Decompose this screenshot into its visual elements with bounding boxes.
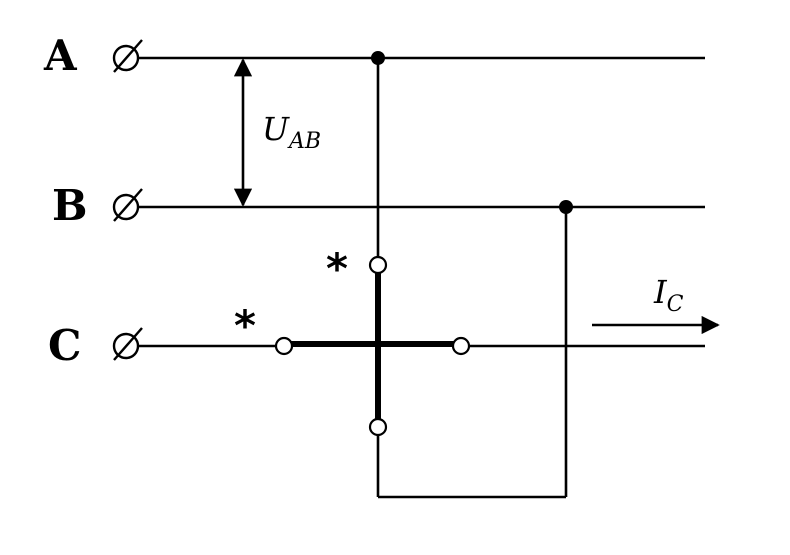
terminal-b <box>112 188 143 222</box>
voltage-coil-terminal-bottom <box>368 417 388 437</box>
current-coil-terminal-in <box>274 336 294 356</box>
voltage-coil-polarity-mark: * <box>326 244 348 293</box>
voltage-label: UAB <box>262 110 321 154</box>
voltage-coil-terminal-top <box>368 255 388 275</box>
phase-a-label: A <box>43 31 78 80</box>
current-label: IC <box>653 273 684 317</box>
phase-b-label: B <box>52 181 88 230</box>
terminal-c <box>112 327 143 361</box>
current-coil-polarity-mark: * <box>234 301 256 350</box>
phase-c-label: C <box>48 321 81 370</box>
terminal-a <box>112 39 143 73</box>
current-coil-terminal-out <box>451 336 471 356</box>
